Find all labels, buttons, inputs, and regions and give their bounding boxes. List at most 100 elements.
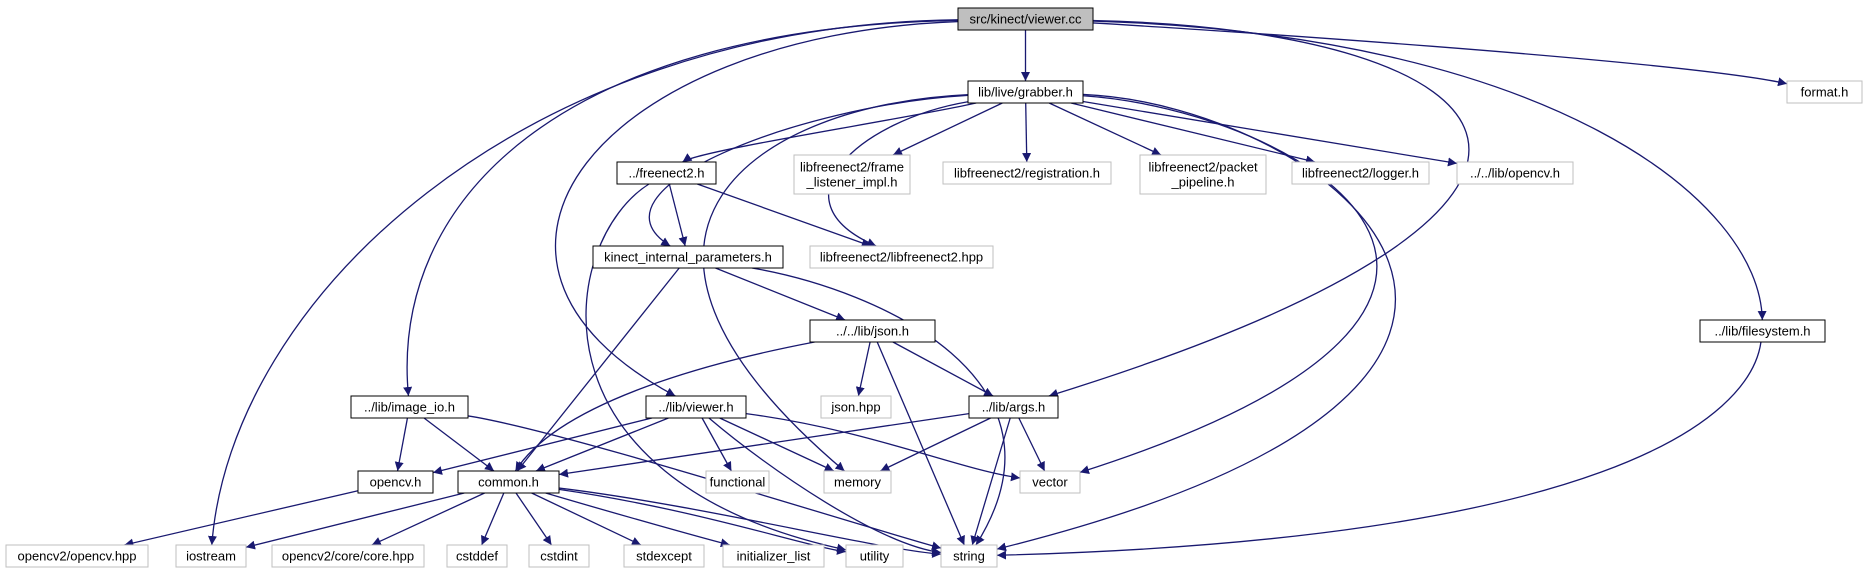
edge-args_h-to-memory <box>880 417 991 472</box>
node-label: opencv2/core/core.hpp <box>282 549 414 564</box>
edge-grabber_h-to-packet_pipeline <box>1048 102 1162 156</box>
edge-viewer_cc-to-viewer_h <box>554 20 959 397</box>
edge-common_h-to-iostream <box>245 492 465 550</box>
node-logger_h: libfreenect2/logger.h <box>1291 161 1430 185</box>
node-memory: memory <box>823 470 892 494</box>
node-opencv2_opencv: opencv2/opencv.hpp <box>5 544 149 568</box>
node-filesystem_h[interactable]: ../lib/filesystem.h <box>1699 319 1826 343</box>
node-box <box>616 161 717 185</box>
node-box <box>457 470 560 494</box>
node-label: common.h <box>478 475 539 490</box>
node-label: libfreenect2/registration.h <box>954 166 1100 181</box>
node-lib_opencv_h: ../../lib/opencv.h <box>1456 161 1574 185</box>
node-box <box>722 544 825 568</box>
node-freenect2_h[interactable]: ../freenect2.h <box>616 161 717 185</box>
node-box <box>845 544 904 568</box>
node-label: opencv.h <box>370 475 422 490</box>
node-kinect_params[interactable]: kinect_internal_parameters.h <box>592 245 784 269</box>
edge-grabber_h-to-logger_h <box>1070 102 1316 165</box>
edge-grabber_h-to-kinect_params <box>648 94 969 247</box>
node-stdexcept: stdexcept <box>623 544 705 568</box>
edge-freenect2_h-to-kinect_params <box>668 183 688 247</box>
node-label: stdexcept <box>636 549 692 564</box>
node-grabber_h[interactable]: lib/live/grabber.h <box>967 80 1084 104</box>
nodes: src/kinect/viewer.cc lib/live/grabber.h fo… <box>5 7 1863 568</box>
edge-json_h-to-json_hpp <box>855 341 871 397</box>
node-label: ../../lib/opencv.h <box>1470 166 1560 181</box>
node-image_io_h[interactable]: ../lib/image_io.h <box>350 395 469 419</box>
node-label: ../lib/image_io.h <box>364 400 455 415</box>
node-common_h[interactable]: common.h <box>457 470 560 494</box>
node-box <box>823 470 892 494</box>
node-label: vector <box>1032 475 1068 490</box>
node-args_h[interactable]: ../lib/args.h <box>968 395 1059 419</box>
node-box <box>940 544 998 568</box>
edge-grabber_h-to-memory <box>702 93 969 472</box>
edge-grabber_h-to-registration_h <box>1022 102 1032 163</box>
node-box <box>1456 161 1574 185</box>
edge-json_h-to-args_h <box>892 341 994 397</box>
node-label: libfreenect2/libfreenect2.hpp <box>820 250 983 265</box>
node-box <box>592 245 784 269</box>
edge-viewer_h-to-vector <box>745 412 1021 482</box>
edge-image_io_h-to-opencv_h <box>394 417 409 472</box>
node-label: opencv2/opencv.hpp <box>17 549 136 564</box>
edge-image_io_h-to-common_h <box>423 417 495 472</box>
node-label: lib/live/grabber.h <box>978 85 1073 100</box>
node-iostream: iostream <box>175 544 247 568</box>
node-label: cstdint <box>540 549 578 564</box>
node-label: cstddef <box>456 549 498 564</box>
node-box <box>271 544 425 568</box>
node-cstdint: cstdint <box>528 544 590 568</box>
node-label: libfreenect2/packet <box>1148 160 1258 175</box>
node-box <box>957 7 1094 31</box>
node-initializer_list: initializer_list <box>722 544 825 568</box>
node-viewer_h[interactable]: ../lib/viewer.h <box>645 395 747 419</box>
node-viewer_cc[interactable]: src/kinect/viewer.cc <box>957 7 1094 31</box>
node-box <box>809 245 994 269</box>
node-label: string <box>953 549 985 564</box>
node-box <box>5 544 149 568</box>
node-box <box>705 470 770 494</box>
edge-kinect_params-to-string <box>751 267 1006 546</box>
node-json_h[interactable]: ../../lib/json.h <box>809 319 936 343</box>
node-label: initializer_list <box>737 549 811 564</box>
node-label: ../lib/args.h <box>982 400 1046 415</box>
edges <box>124 19 1788 560</box>
edge-grabber_h-to-string <box>996 93 1396 552</box>
node-packet_pipeline: libfreenect2/packet_pipeline.h <box>1139 154 1267 195</box>
edge-common_h-to-string <box>558 487 942 558</box>
edge-args_h-to-vector <box>1018 417 1046 472</box>
node-label: _listener_impl.h <box>805 175 897 190</box>
node-box <box>1019 470 1081 494</box>
node-box <box>942 161 1112 185</box>
node-box <box>809 319 936 343</box>
node-box <box>1291 161 1430 185</box>
edge-common_h-to-initializer_list <box>545 492 731 548</box>
node-frame_listener: libfreenect2/frame_listener_impl.h <box>793 154 911 195</box>
edge-viewer_h-to-functional <box>701 417 732 472</box>
edge-grabber_h-to-freenect2_h <box>682 102 977 163</box>
node-libfreenect2_hpp: libfreenect2/libfreenect2.hpp <box>809 245 994 269</box>
node-format_h: format.h <box>1786 80 1863 104</box>
node-label: ../lib/filesystem.h <box>1714 324 1810 339</box>
edge-common_h-to-cstddef <box>481 492 505 546</box>
node-string: string <box>940 544 998 568</box>
node-box <box>793 154 911 195</box>
edge-common_h-to-stdexcept <box>531 492 642 546</box>
edge-args_h-to-common_h <box>558 412 970 478</box>
edge-grabber_h-to-frame_listener <box>892 102 1003 156</box>
node-label: _pipeline.h <box>1171 175 1235 190</box>
edge-json_h-to-common_h <box>514 341 815 472</box>
node-opencv_h[interactable]: opencv.h <box>357 470 434 494</box>
node-box <box>1786 80 1863 104</box>
node-box <box>968 395 1059 419</box>
edge-freenect2_h-to-libfreenect2_hpp <box>697 183 871 248</box>
node-label: functional <box>710 475 766 490</box>
edge-grabber_h-to-lib_opencv_h <box>1082 100 1458 167</box>
edge-kinect_params-to-common_h <box>516 267 680 472</box>
node-box <box>357 470 434 494</box>
edge-freenect2_h-to-utility <box>585 183 847 553</box>
edge-viewer_cc-to-args_h <box>1048 19 1470 398</box>
